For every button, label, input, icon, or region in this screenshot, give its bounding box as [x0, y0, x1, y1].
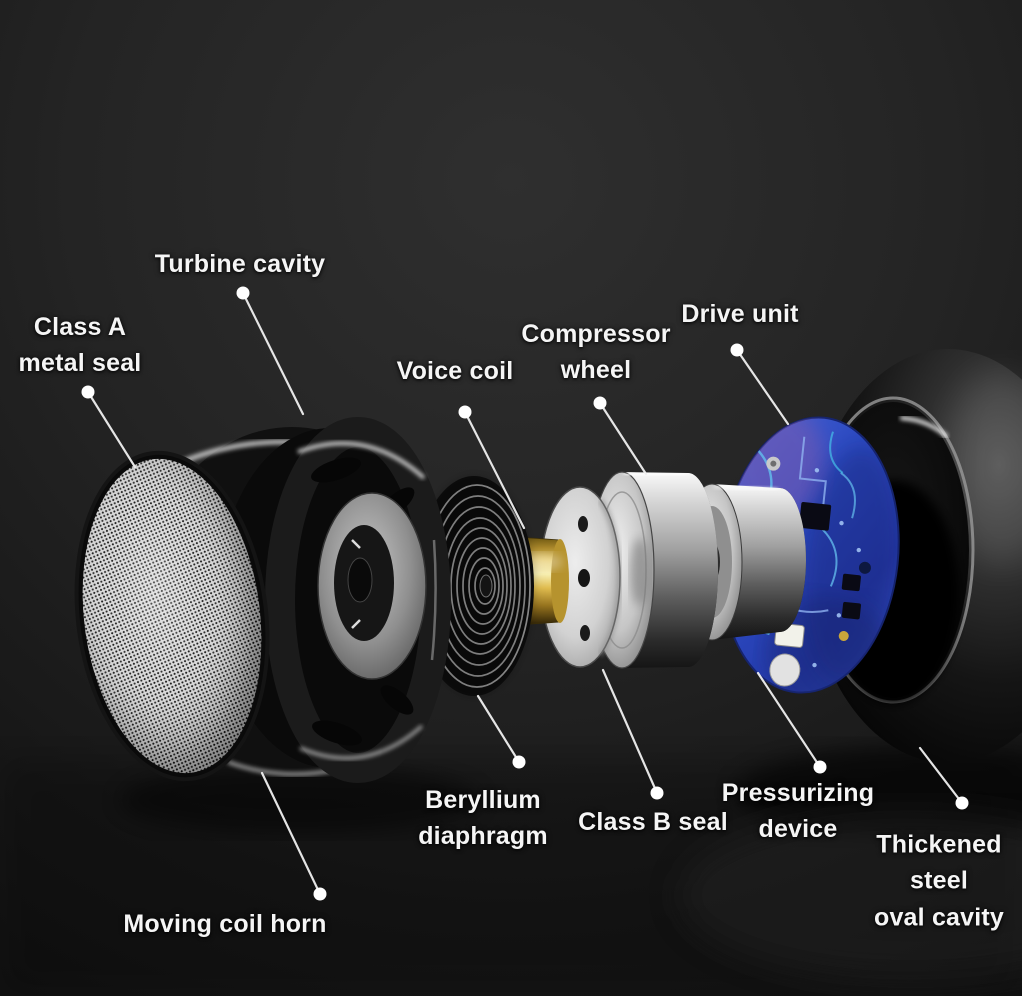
- label-line: Compressor: [521, 319, 671, 348]
- leader-compressor: [598, 401, 648, 476]
- label-thickened-steel-oval-cavity: Thickened steel oval cavity: [874, 827, 1004, 936]
- label-line: Class B seal: [578, 807, 728, 836]
- label-line: Class A: [33, 312, 127, 341]
- label-line: Drive unit: [681, 299, 799, 328]
- leader-thickened-shell: [918, 746, 964, 805]
- leader-class-a-seal: [86, 390, 137, 469]
- ground-shadows: [120, 746, 1022, 980]
- label-line: Turbine cavity: [154, 249, 326, 278]
- label-voice-coil: Voice coil: [397, 353, 514, 389]
- label-line: Beryllium: [425, 785, 541, 814]
- label-line: oval cavity: [873, 903, 1005, 932]
- label-compressor-wheel: Compressor wheel: [521, 316, 670, 389]
- label-line: Moving coil horn: [123, 909, 327, 938]
- label-line: wheel: [560, 356, 632, 384]
- label-drive-unit: Drive unit: [681, 296, 798, 332]
- label-line: steel: [910, 866, 968, 895]
- label-line: Thickened: [876, 830, 1002, 859]
- label-pressurizing-device: Pressurizing device: [722, 775, 874, 848]
- part-class-a-metal-seal-mesh: [74, 450, 270, 782]
- leader-pressurizing: [756, 671, 822, 769]
- leader-dots: [81, 286, 969, 901]
- leader-voice-coil: [463, 410, 526, 530]
- label-class-a-metal-seal: Class A metal seal: [19, 309, 142, 382]
- leader-drive-unit: [735, 348, 790, 426]
- leader-lines: [86, 291, 964, 896]
- label-line: Pressurizing: [721, 778, 875, 807]
- label-turbine-cavity: Turbine cavity: [155, 246, 325, 282]
- label-line: Voice coil: [396, 356, 514, 385]
- label-moving-coil-horn: Moving coil horn: [123, 906, 326, 942]
- leader-turbine-cavity: [241, 291, 305, 416]
- leader-class-b-seal: [601, 668, 659, 795]
- label-line: metal seal: [18, 349, 142, 377]
- leader-beryllium: [476, 694, 521, 764]
- label-line: diaphragm: [418, 822, 548, 850]
- label-class-b-seal: Class B seal: [578, 804, 728, 840]
- leader-moving-coil: [260, 771, 322, 896]
- label-line: device: [758, 815, 838, 843]
- label-beryllium-diaphragm: Beryllium diaphragm: [418, 782, 548, 855]
